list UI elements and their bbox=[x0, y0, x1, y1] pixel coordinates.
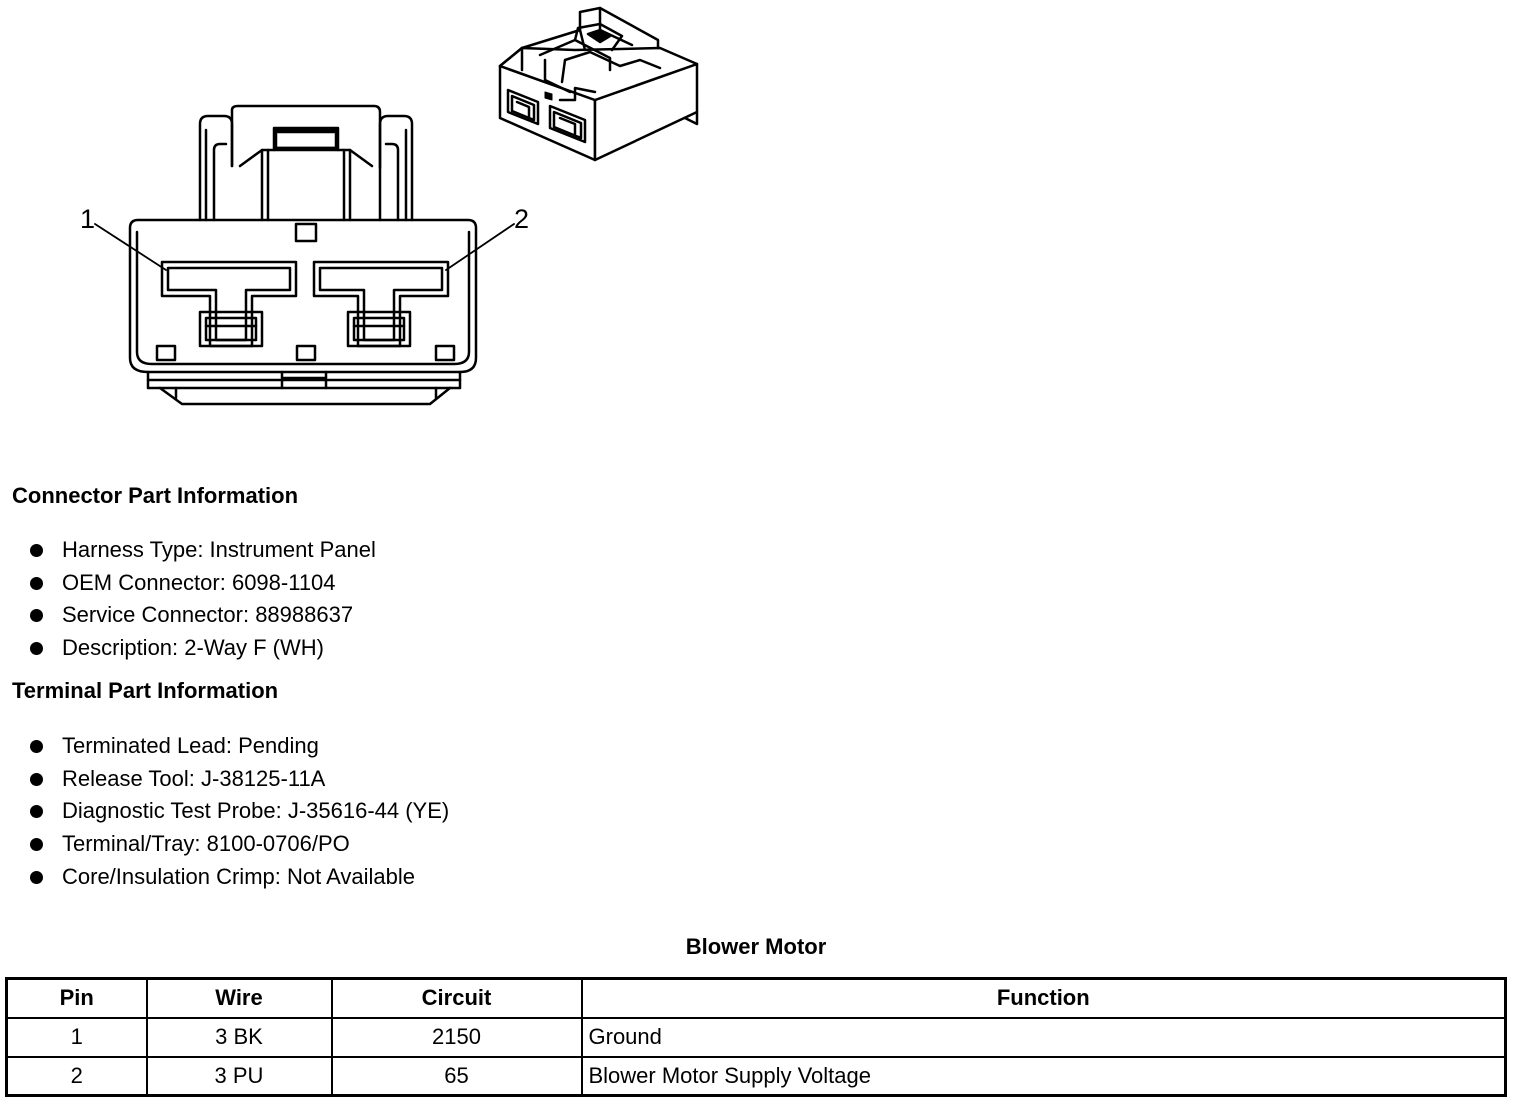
list-item: Diagnostic Test Probe: J-35616-44 (YE) bbox=[30, 795, 449, 828]
pinout-table: Pin Wire Circuit Function 1 3 BK 2150 Gr… bbox=[5, 977, 1507, 1097]
table-row: 1 3 BK 2150 Ground bbox=[5, 1016, 1507, 1058]
cell-pin: 2 bbox=[5, 1055, 148, 1097]
column-header-wire: Wire bbox=[145, 977, 333, 1019]
list-item: Service Connector: 88988637 bbox=[30, 599, 376, 632]
list-item: OEM Connector: 6098-1104 bbox=[30, 567, 376, 600]
connector-front-view bbox=[128, 104, 478, 406]
cell-wire: 3 BK bbox=[145, 1016, 333, 1058]
column-header-circuit: Circuit bbox=[330, 977, 583, 1019]
list-item: Core/Insulation Crimp: Not Available bbox=[30, 861, 449, 894]
cell-wire: 3 PU bbox=[145, 1055, 333, 1097]
cell-circuit: 2150 bbox=[330, 1016, 583, 1058]
terminal-info-title: Terminal Part Information bbox=[12, 678, 279, 703]
pin-2-label: 2 bbox=[514, 204, 529, 234]
list-item: Description: 2-Way F (WH) bbox=[30, 632, 376, 665]
connector-info-list: Harness Type: Instrument Panel OEM Conne… bbox=[30, 534, 376, 665]
connector-diagram: 1 2 bbox=[80, 6, 699, 406]
connector-isometric-view bbox=[498, 6, 699, 162]
list-item: Harness Type: Instrument Panel bbox=[30, 534, 376, 567]
list-item: Terminated Lead: Pending bbox=[30, 730, 449, 763]
table-title: Blower Motor bbox=[685, 934, 827, 959]
table-header-row: Pin Wire Circuit Function bbox=[5, 977, 1507, 1019]
pin-1-leader bbox=[94, 223, 167, 271]
connector-info-title: Connector Part Information bbox=[12, 483, 299, 508]
pin-2-leader bbox=[445, 223, 515, 271]
list-item: Release Tool: J-38125-11A bbox=[30, 763, 449, 796]
terminal-info-list: Terminated Lead: Pending Release Tool: J… bbox=[30, 730, 449, 893]
column-header-pin: Pin bbox=[5, 977, 148, 1019]
pin-1-label: 1 bbox=[80, 204, 95, 234]
cell-function: Ground bbox=[580, 1016, 1507, 1058]
list-item: Terminal/Tray: 8100-0706/PO bbox=[30, 828, 449, 861]
column-header-function: Function bbox=[580, 977, 1507, 1019]
table-row: 2 3 PU 65 Blower Motor Supply Voltage bbox=[5, 1055, 1507, 1097]
cell-pin: 1 bbox=[5, 1016, 148, 1058]
cell-function: Blower Motor Supply Voltage bbox=[580, 1055, 1507, 1097]
cell-circuit: 65 bbox=[330, 1055, 583, 1097]
